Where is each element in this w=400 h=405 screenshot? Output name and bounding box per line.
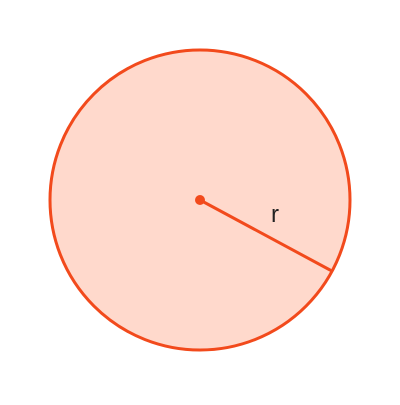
radius-line [198,198,332,272]
radius-label: r [271,201,279,228]
center-point [195,195,205,205]
